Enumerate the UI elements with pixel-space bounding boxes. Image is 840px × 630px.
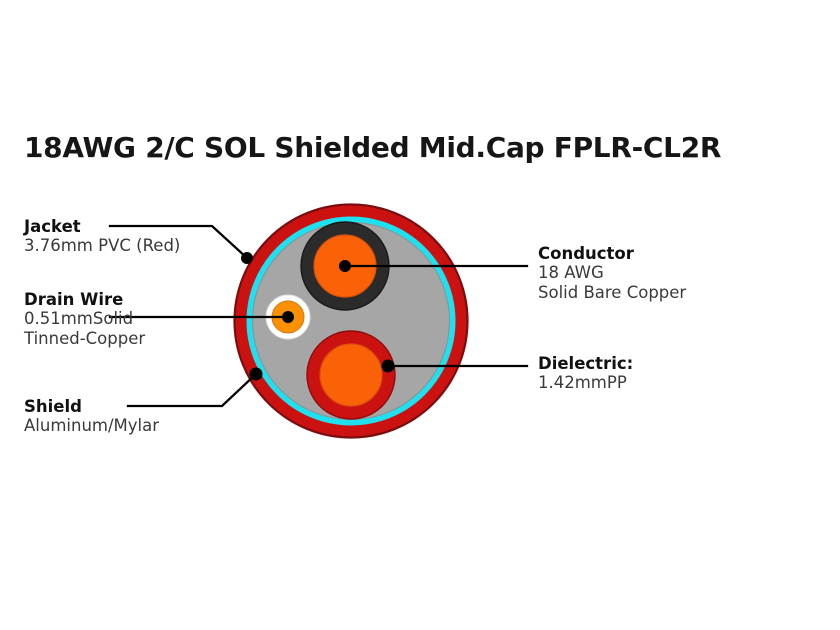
callout-jacket-title: Jacket (24, 217, 81, 236)
leader-line-shield (126, 372, 258, 408)
callout-shield-detail-1: Aluminum/Mylar (24, 416, 160, 436)
callout-jacket-detail-1: 3.76mm PVC (Red) (24, 236, 181, 256)
anchor-dot-shield (249, 367, 263, 381)
leader-anchor-dots (241, 252, 395, 381)
diagram-title: 18AWG 2/C SOL Shielded Mid.Cap FPLR-CL2R (24, 131, 722, 164)
leader-line-jacket (108, 224, 249, 260)
anchor-dot-conductor (339, 260, 351, 272)
leader-lines (108, 224, 529, 408)
callout-drain-wire-title: Drain Wire (24, 290, 124, 309)
cable-body (233, 203, 469, 439)
callout-dielectric-detail-1: 1.42mmPP (538, 373, 627, 393)
callout-jacket: Jacket 3.76mm PVC (Red) (24, 217, 180, 256)
callout-drain-wire-detail-2: Tinned-Copper (24, 328, 146, 348)
anchor-dot-dielectric (381, 359, 395, 373)
callout-conductor: Conductor 18 AWG Solid Bare Copper (538, 244, 686, 302)
callout-shield-title: Shield (24, 397, 82, 416)
conductor-bottom (306, 330, 396, 420)
callout-shield: Shield Aluminum/Mylar (24, 397, 159, 436)
callout-dielectric: Dielectric: 1.42mmPP (538, 354, 633, 393)
callout-conductor-detail-1: 18 AWG (538, 263, 604, 283)
anchor-dot-drain-wire (282, 311, 294, 323)
callout-drain-wire-detail-1: 0.51mmSolid (24, 309, 134, 329)
conductor-bottom-copper-core (319, 343, 383, 407)
callout-drain-wire: Drain Wire 0.51mmSolid Tinned-Copper (24, 290, 145, 348)
shield-layer (246, 216, 456, 426)
callout-conductor-title: Conductor (538, 244, 634, 263)
callout-dielectric-title: Dielectric: (538, 354, 634, 373)
callout-conductor-detail-2: Solid Bare Copper (538, 282, 687, 302)
anchor-dot-jacket (241, 252, 253, 264)
